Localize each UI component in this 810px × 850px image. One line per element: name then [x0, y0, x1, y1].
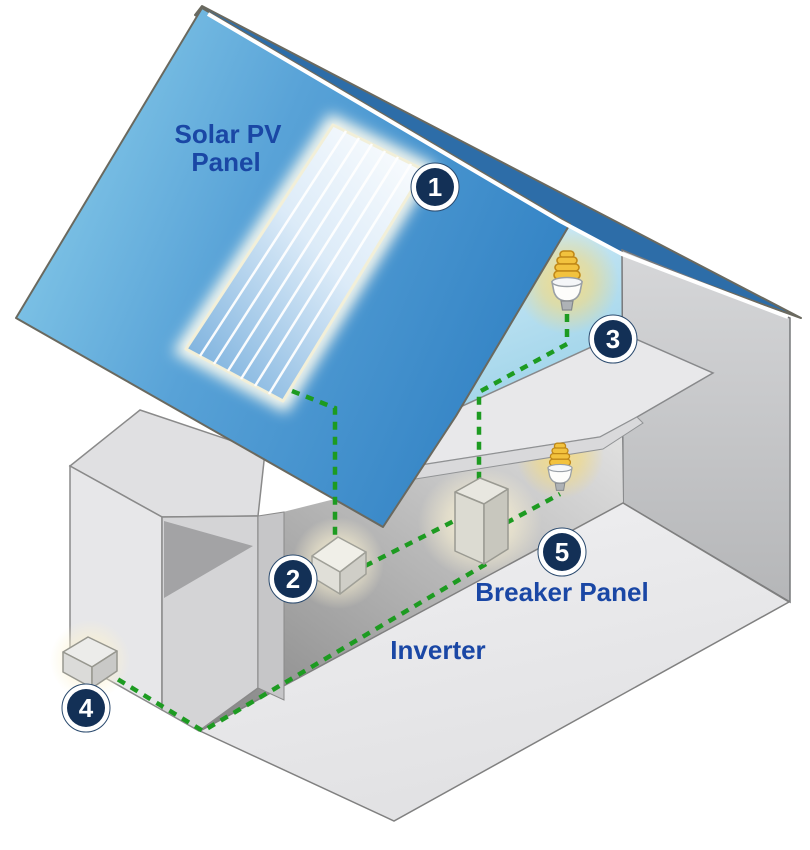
callout-3: 3 — [588, 314, 638, 364]
callout-2-number: 2 — [286, 564, 300, 594]
breaker-panel-label: Breaker Panel — [475, 577, 648, 607]
wall-cut-face — [164, 521, 253, 598]
wiring — [112, 314, 570, 734]
panel-cell-stripes — [198, 130, 413, 395]
ridge-highlight — [206, 12, 789, 319]
callout-5: 5 — [537, 527, 587, 577]
callout-4-number: 4 — [79, 693, 94, 723]
solar-pv-panel-label-line1: Solar PV — [175, 119, 283, 149]
callout-2: 2 — [268, 554, 318, 604]
inverter-box — [311, 536, 367, 595]
callout-1: 1 — [410, 162, 460, 212]
callout-3-number: 3 — [606, 324, 620, 354]
left-wall-block — [68, 409, 285, 732]
callout-5-number: 5 — [555, 537, 569, 567]
solar-pv-panel — [173, 113, 437, 413]
wire-panel-to-inverter — [291, 388, 338, 537]
floor-slab — [198, 502, 791, 822]
solar-pv-panel-label-line2: Panel — [191, 147, 260, 177]
breaker-panel-box — [454, 477, 509, 565]
wire-breaker-to-ceiling-light — [504, 492, 562, 525]
wire-inverter-to-breaker — [363, 517, 458, 569]
inverter-label: Inverter — [390, 635, 485, 665]
wire-breaker-to-meter — [112, 562, 488, 734]
wire-attic-light-to-breaker — [476, 314, 570, 482]
callout-1-number: 1 — [428, 172, 442, 202]
callout-4: 4 — [61, 683, 111, 733]
utility-meter — [62, 636, 118, 689]
